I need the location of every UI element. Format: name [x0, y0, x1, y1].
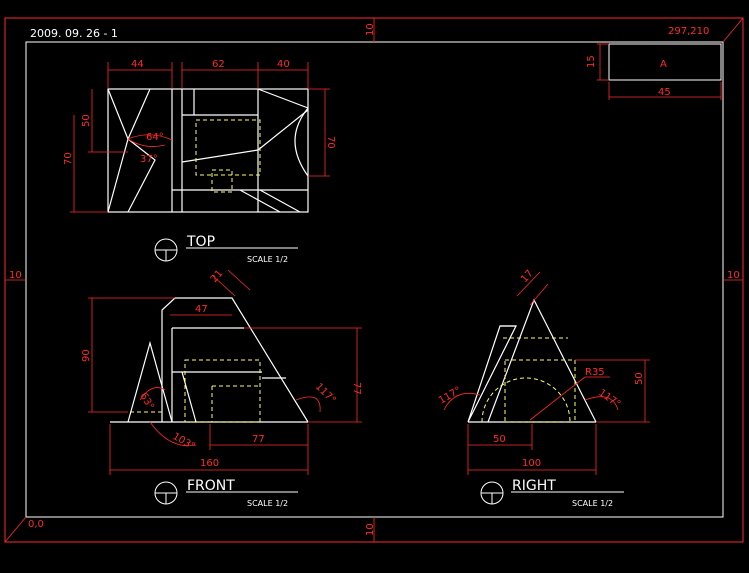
margin-bottom-dim: 10 — [365, 523, 376, 536]
front-dim-47: 47 — [195, 304, 208, 315]
top-view — [70, 62, 330, 213]
sheet-size: 297,210 — [668, 26, 709, 37]
right-view-label: RIGHT — [512, 478, 556, 494]
right-dim-17: 17 — [519, 268, 536, 285]
margin-top-dim: 10 — [365, 23, 376, 36]
top-angle-64: 64° — [146, 132, 164, 143]
top-view-scale: SCALE 1/2 — [247, 255, 288, 264]
top-view-title — [154, 238, 298, 262]
title-block-letter: A — [660, 59, 667, 70]
margin-left-dim: 10 — [9, 270, 22, 281]
front-dim-77: 77 — [252, 434, 265, 445]
right-dim-100: 100 — [522, 458, 541, 469]
title-block — [597, 43, 722, 100]
title-width-dim: 45 — [658, 87, 671, 98]
margin-right-dim: 10 — [727, 270, 740, 281]
right-radius-35: R35 — [585, 367, 605, 378]
top-dim-40: 40 — [277, 59, 290, 70]
top-angle-37: 37° — [140, 154, 158, 165]
front-dim-21: 21 — [209, 268, 226, 285]
date-code: 2009. 09. 26 - 1 — [30, 27, 118, 40]
right-angle-117-right: 117° — [596, 387, 622, 410]
front-view-scale: SCALE 1/2 — [247, 499, 288, 508]
title-height-dim: 15 — [586, 55, 597, 68]
right-angle-117-left: 117° — [437, 385, 463, 407]
top-dim-50: 50 — [81, 114, 92, 127]
front-dim-77-vertical: 77 — [351, 382, 362, 395]
right-dim-50-vertical: 50 — [634, 372, 645, 385]
top-view-label: TOP — [186, 234, 215, 250]
front-view-label: FRONT — [187, 478, 235, 494]
right-dim-50: 50 — [493, 434, 506, 445]
front-angle-63: 63° — [137, 391, 155, 412]
margin-dimensions — [4, 17, 744, 543]
right-view-title — [480, 481, 504, 505]
top-dim-62: 62 — [212, 59, 225, 70]
top-dim-70-right: 70 — [325, 136, 336, 149]
front-dim-160: 160 — [200, 458, 219, 469]
right-view-scale: SCALE 1/2 — [572, 499, 613, 508]
top-dim-44: 44 — [131, 59, 144, 70]
front-angle-117: 117° — [313, 381, 338, 406]
front-dim-90: 90 — [81, 349, 92, 362]
top-dim-70: 70 — [63, 152, 74, 165]
front-view — [88, 269, 362, 475]
front-view-title — [154, 481, 298, 505]
right-view — [443, 271, 650, 475]
origin-label: 0,0 — [28, 519, 44, 530]
front-angle-103: 103° — [171, 431, 197, 453]
